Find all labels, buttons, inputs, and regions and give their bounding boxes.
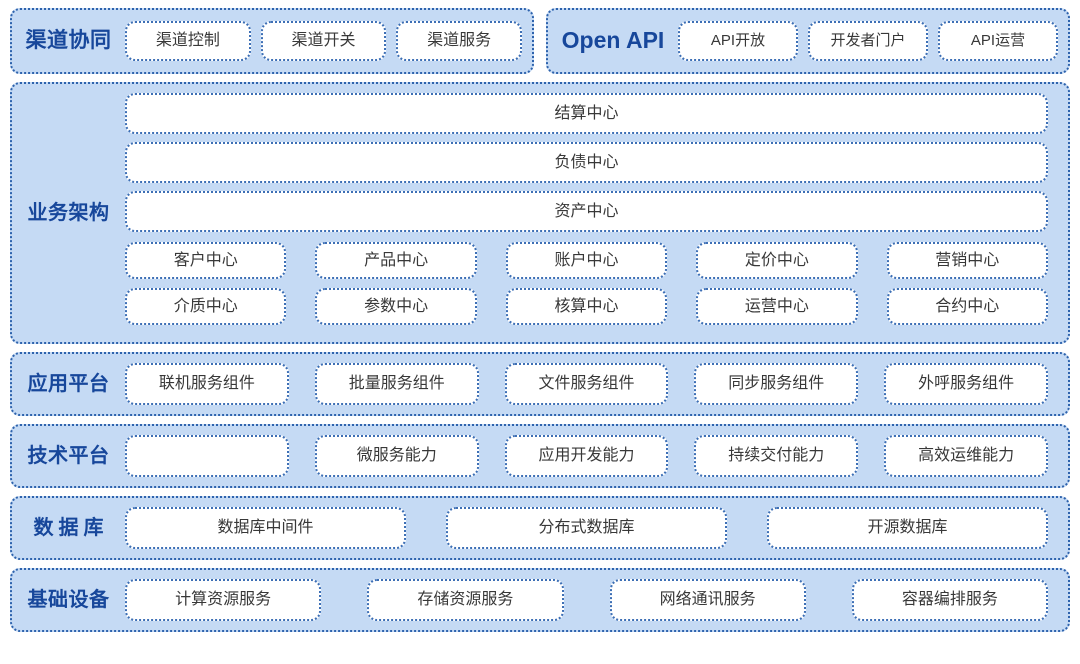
business-body: 结算中心 负债中心 资产中心 客户中心 产品中心 账户中心 定价中心 营销中心 … [125, 93, 1048, 333]
chip-api-open[interactable]: API开放 [678, 21, 798, 61]
layer-panel-open-api: Open API API开放 开发者门户 API运营 [546, 8, 1070, 74]
chip-parameter-center[interactable]: 参数中心 [315, 288, 477, 325]
chip-microservice-capability[interactable]: 微服务能力 [314, 435, 479, 477]
chip-group-channel: 渠道控制 渠道开关 渠道服务 [125, 21, 523, 61]
chip-pricing-center[interactable]: 定价中心 [696, 242, 858, 279]
chip-channel-switch[interactable]: 渠道开关 [260, 21, 387, 61]
chip-database-middleware[interactable]: 数据库中间件 [125, 507, 406, 549]
chip-developer-portal[interactable]: 开发者门户 [808, 21, 928, 61]
chip-network-communication-service[interactable]: 网络通讯服务 [609, 579, 806, 621]
chip-operations-center[interactable]: 运营中心 [696, 288, 858, 325]
chip-group-application-platform: 联机服务组件 批量服务组件 文件服务组件 同步服务组件 外呼服务组件 [125, 363, 1058, 405]
chip-group-database: 数据库中间件 分布式数据库 开源数据库 [125, 507, 1058, 549]
layer-label-infrastructure: 基础设备 [27, 589, 110, 611]
chip-group-infrastructure: 计算资源服务 存储资源服务 网络通讯服务 容器编排服务 [125, 579, 1058, 621]
chip-efficient-operations-capability[interactable]: 高效运维能力 [884, 435, 1048, 477]
chip-sync-service-component[interactable]: 同步服务组件 [694, 363, 859, 405]
layer-label-business: 业务架构 [27, 202, 110, 224]
chip-open-source-database[interactable]: 开源数据库 [767, 507, 1048, 549]
chip-application-development-capability[interactable]: 应用开发能力 [504, 435, 669, 477]
chip-product-center[interactable]: 产品中心 [315, 242, 477, 279]
layer-label-open-api: Open API [561, 27, 665, 54]
chip-continuous-delivery-capability[interactable]: 持续交付能力 [694, 435, 859, 477]
layer-panel-business: 业务架构 结算中心 负债中心 资产中心 客户中心 产品中心 账户中心 定价中心 … [10, 82, 1070, 344]
layer-label-application-platform: 应用平台 [27, 373, 110, 395]
chip-distributed-database[interactable]: 分布式数据库 [446, 507, 727, 549]
chip-compute-resource-service[interactable]: 计算资源服务 [125, 579, 322, 621]
layer-label-channel: 渠道协同 [25, 29, 112, 53]
layer-label-business-wrap: 业务架构 [12, 93, 125, 333]
layer-panel-technical-platform: 技术平台 微服务能力 应用开发能力 持续交付能力 高效运维能力 [10, 424, 1070, 488]
top-layer-row: 渠道协同 渠道控制 渠道开关 渠道服务 Open API API开放 开发者门户… [10, 8, 1070, 74]
layer-label-technical-platform: 技术平台 [27, 445, 110, 467]
chip-container-orchestration-service[interactable]: 容器编排服务 [851, 579, 1048, 621]
chip-outbound-call-service-component[interactable]: 外呼服务组件 [884, 363, 1048, 405]
chip-group-technical-platform: 微服务能力 应用开发能力 持续交付能力 高效运维能力 [125, 435, 1058, 477]
layer-panel-infrastructure: 基础设备 计算资源服务 存储资源服务 网络通讯服务 容器编排服务 [10, 568, 1070, 632]
chip-liability-center[interactable]: 负债中心 [125, 142, 1048, 183]
chip-account-center[interactable]: 账户中心 [505, 242, 668, 279]
chip-marketing-center[interactable]: 营销中心 [886, 242, 1048, 279]
chip-channel-control[interactable]: 渠道控制 [125, 21, 251, 61]
layer-panel-channel: 渠道协同 渠道控制 渠道开关 渠道服务 [10, 8, 534, 74]
chip-media-center[interactable]: 介质中心 [125, 288, 287, 325]
chip-channel-service[interactable]: 渠道服务 [396, 21, 523, 61]
chip-online-service-component[interactable]: 联机服务组件 [125, 363, 289, 405]
chip-asset-center[interactable]: 资产中心 [125, 191, 1048, 232]
chip-contract-center[interactable]: 合约中心 [886, 288, 1048, 325]
chip-group-open-api: API开放 开发者门户 API运营 [678, 21, 1058, 61]
layer-label-database: 数据库 [33, 517, 109, 539]
business-center-grid: 客户中心 产品中心 账户中心 定价中心 营销中心 介质中心 参数中心 核算中心 … [125, 242, 1048, 325]
layer-panel-application-platform: 应用平台 联机服务组件 批量服务组件 文件服务组件 同步服务组件 外呼服务组件 [10, 352, 1070, 416]
chip-api-operations[interactable]: API运营 [938, 21, 1058, 61]
chip-customer-center[interactable]: 客户中心 [125, 242, 287, 279]
chip-file-service-component[interactable]: 文件服务组件 [504, 363, 669, 405]
chip-tech-empty[interactable] [125, 435, 289, 477]
layer-panel-database: 数据库 数据库中间件 分布式数据库 开源数据库 [10, 496, 1070, 560]
chip-accounting-center[interactable]: 核算中心 [505, 288, 668, 325]
chip-storage-resource-service[interactable]: 存储资源服务 [367, 579, 564, 621]
chip-batch-service-component[interactable]: 批量服务组件 [314, 363, 479, 405]
chip-settlement-center[interactable]: 结算中心 [125, 93, 1048, 134]
